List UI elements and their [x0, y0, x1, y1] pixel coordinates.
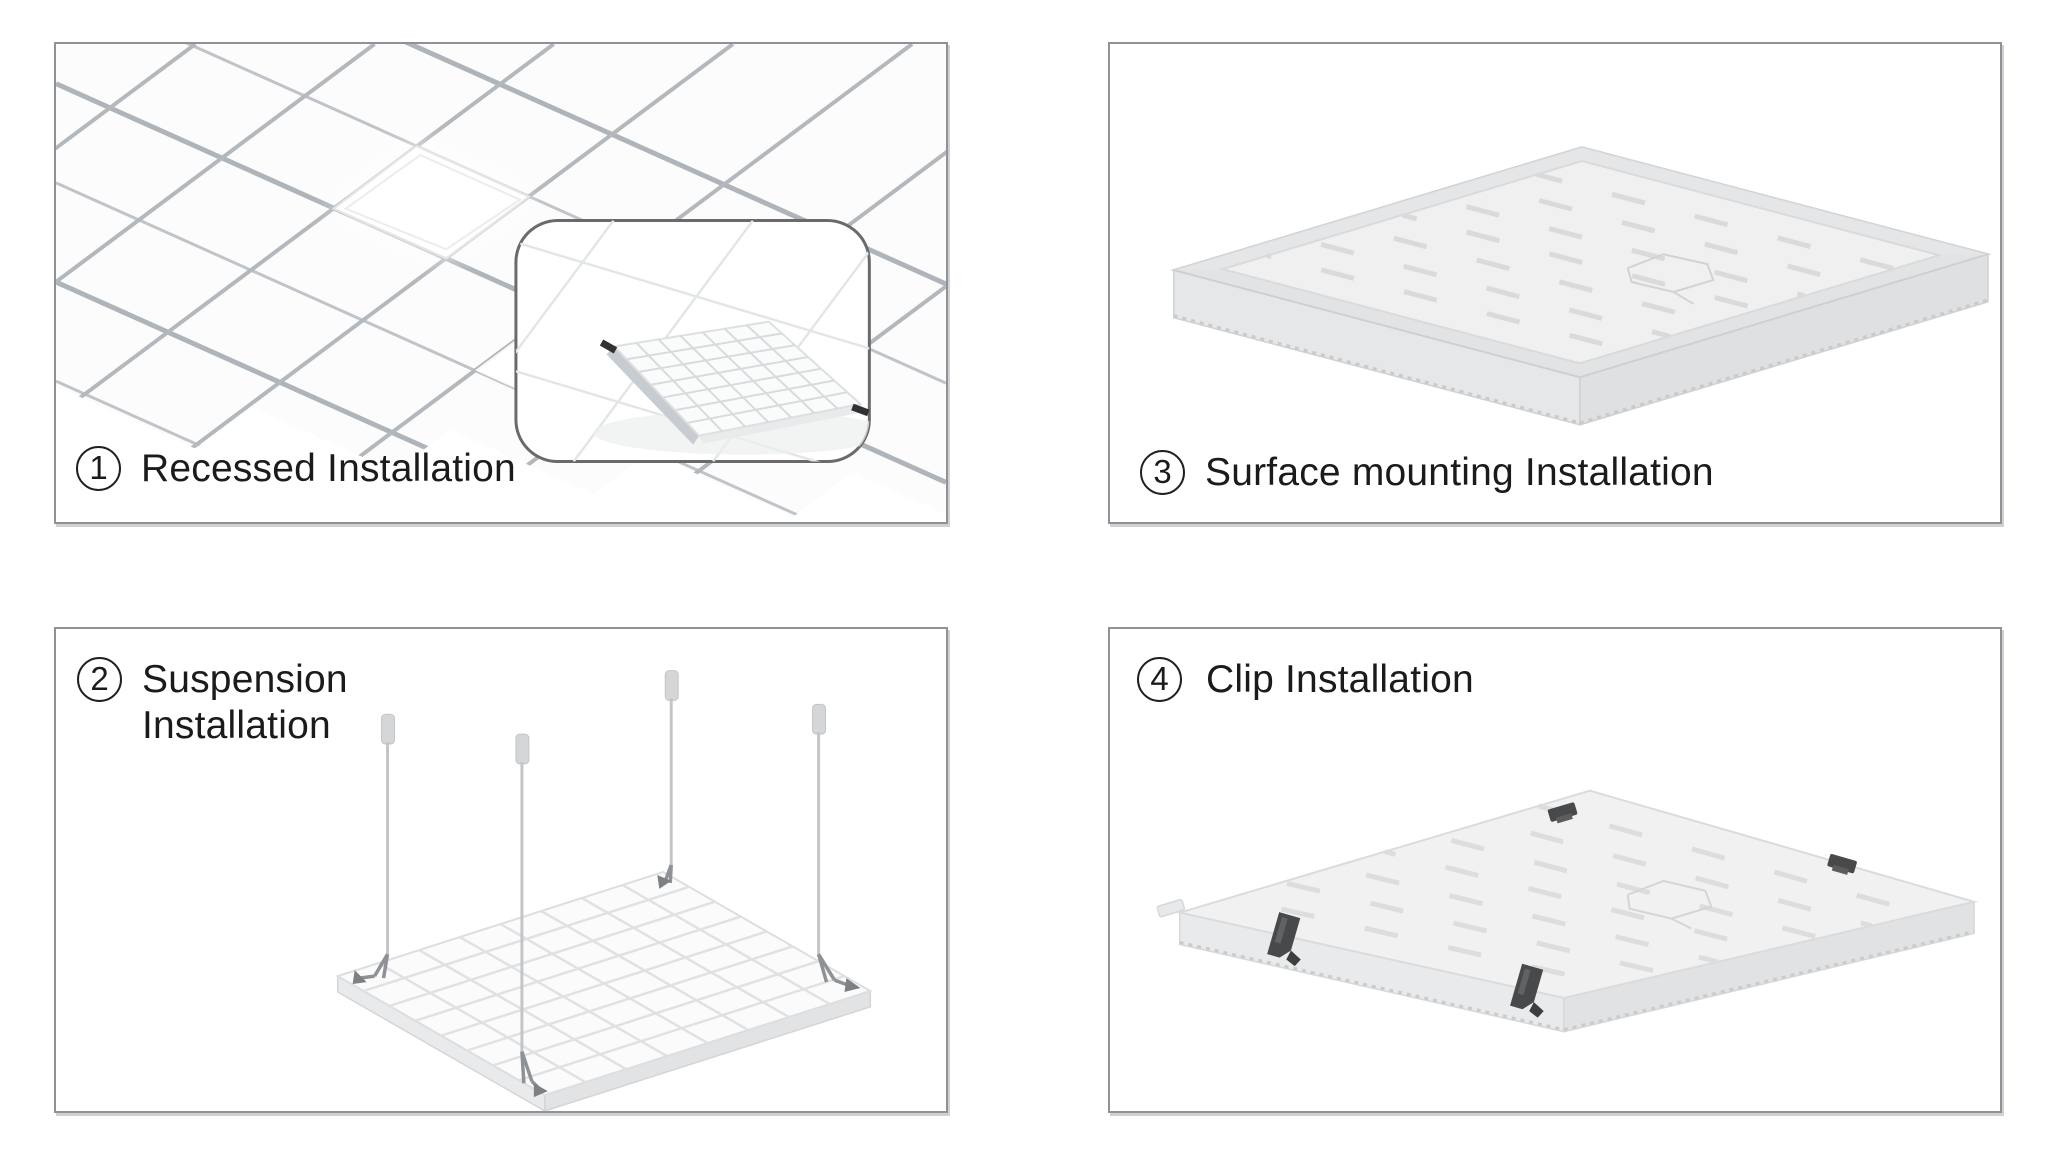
suspension-wire-2 — [515, 733, 548, 1098]
center-knockout — [1626, 879, 1713, 930]
step-number-badge-1: 1 — [76, 446, 121, 491]
mounting-clip-far-right — [1827, 854, 1857, 875]
suspension-wire-1 — [352, 713, 395, 985]
latch-mark-right — [851, 403, 870, 417]
step-number-badge-3: 3 — [1140, 450, 1185, 495]
mounting-clip-near-front — [1510, 963, 1544, 1018]
caption-surface-mounting: 3 Surface mounting Installation — [1140, 450, 1714, 496]
mounting-clip-near-left — [1267, 912, 1301, 967]
panel-clip-installation: 4 Clip Installation — [1108, 627, 2002, 1113]
center-knockout — [1626, 253, 1715, 305]
clip-installation-illustration — [1156, 789, 1979, 1033]
caption-suspension-line2: Installation — [142, 704, 331, 747]
panel-surface-mounting-installation: 3 Surface mounting Installation — [1108, 42, 2002, 524]
recessed-ceiling-illustration — [56, 44, 946, 518]
caption-suspension-line1: Suspension — [142, 658, 348, 701]
panel-recessed-installation: 1 Recessed Installation — [54, 42, 948, 524]
caption-text-suspension: Suspension Installation — [142, 657, 348, 749]
caption-clip: 4 Clip Installation — [1137, 657, 1474, 703]
suspension-panel — [335, 870, 873, 1111]
recessed-lit-panel — [331, 144, 531, 260]
latch-mark-left — [599, 339, 618, 354]
caption-text-clip: Clip Installation — [1206, 658, 1474, 701]
panel-suspension-installation: 2 Suspension Installation — [54, 627, 948, 1113]
surface-mounting-illustration — [1170, 146, 1992, 426]
caption-text-surface-mounting: Surface mounting Installation — [1205, 451, 1714, 494]
surface-panel — [1170, 146, 1992, 426]
suspension-wire-4 — [812, 703, 861, 992]
step-number-badge-4: 4 — [1137, 657, 1182, 702]
suspension-illustration — [335, 670, 873, 1111]
mounting-clip-far-left — [1547, 802, 1578, 824]
clip-panel — [1156, 789, 1979, 1033]
step-number-badge-2: 2 — [77, 657, 122, 702]
caption-text-recessed: Recessed Installation — [141, 447, 516, 490]
inset-detail — [514, 219, 871, 463]
caption-suspension: 2 Suspension Installation — [77, 657, 348, 749]
caption-recessed: 1 Recessed Installation — [76, 446, 516, 492]
suspension-wire-3 — [657, 670, 679, 889]
